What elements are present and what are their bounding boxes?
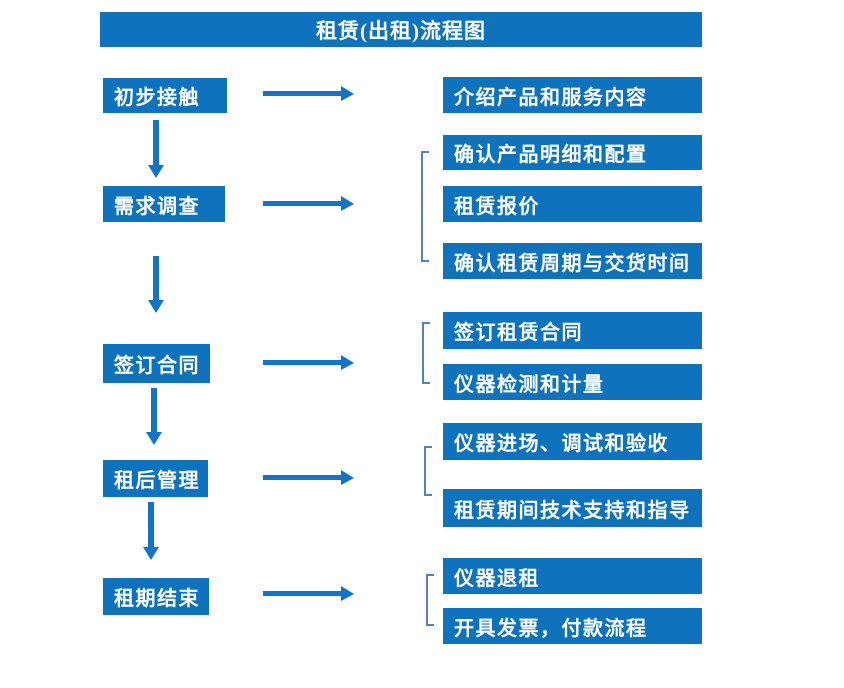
arrow-head-icon <box>146 432 162 445</box>
arrow-shaft <box>153 120 159 165</box>
group-bracket <box>422 322 430 384</box>
step-box-post-rental-management: 租后管理 <box>103 460 208 497</box>
down-arrow <box>148 120 164 178</box>
arrow-head-icon <box>148 165 164 178</box>
right-arrow <box>263 586 354 601</box>
arrow-shaft <box>151 388 157 432</box>
arrow-head-icon <box>341 586 354 601</box>
title-bar: 租赁(出租)流程图 <box>100 12 702 47</box>
detail-box-instrument-setup: 仪器进场、调试和验收 <box>443 423 702 460</box>
arrow-shaft <box>263 201 343 206</box>
right-arrow <box>263 470 354 485</box>
page-title: 租赁(出租)流程图 <box>316 18 486 43</box>
arrow-head-icon <box>148 300 164 313</box>
down-arrow <box>148 256 164 313</box>
detail-box-confirm-product-details: 确认产品明细和配置 <box>443 135 702 170</box>
arrow-head-icon <box>341 470 354 485</box>
group-bracket <box>426 574 434 626</box>
arrow-shaft <box>263 360 343 365</box>
right-arrow <box>263 86 354 101</box>
step-box-initial-contact: 初步接触 <box>103 78 227 113</box>
detail-box-invoice-payment: 开具发票，付款流程 <box>443 608 702 644</box>
down-arrow <box>146 388 162 445</box>
arrow-head-icon <box>341 86 354 101</box>
detail-box-introduce-products: 介绍产品和服务内容 <box>443 77 702 113</box>
right-arrow <box>263 355 354 370</box>
detail-box-sign-rental-contract: 签订租赁合同 <box>443 312 702 349</box>
step-box-sign-contract: 签订合同 <box>103 344 210 383</box>
arrow-shaft <box>148 502 154 547</box>
arrow-head-icon <box>143 547 159 560</box>
group-bracket <box>424 446 432 496</box>
right-arrow <box>263 196 354 211</box>
arrow-shaft <box>263 91 343 96</box>
step-box-demand-survey: 需求调查 <box>103 186 225 222</box>
detail-box-confirm-rental-period: 确认租赁周期与交货时间 <box>443 243 702 279</box>
arrow-head-icon <box>341 355 354 370</box>
arrow-shaft <box>263 475 343 480</box>
down-arrow <box>143 502 159 560</box>
detail-box-instrument-return: 仪器退租 <box>443 558 702 594</box>
arrow-shaft <box>263 591 343 596</box>
group-bracket <box>421 151 429 262</box>
detail-box-technical-support: 租赁期间技术支持和指导 <box>443 489 702 527</box>
arrow-shaft <box>153 256 159 300</box>
detail-box-rental-quote: 租赁报价 <box>443 186 702 222</box>
step-box-rental-end: 租期结束 <box>103 578 209 615</box>
detail-box-instrument-testing: 仪器检测和计量 <box>443 364 702 400</box>
arrow-head-icon <box>341 196 354 211</box>
